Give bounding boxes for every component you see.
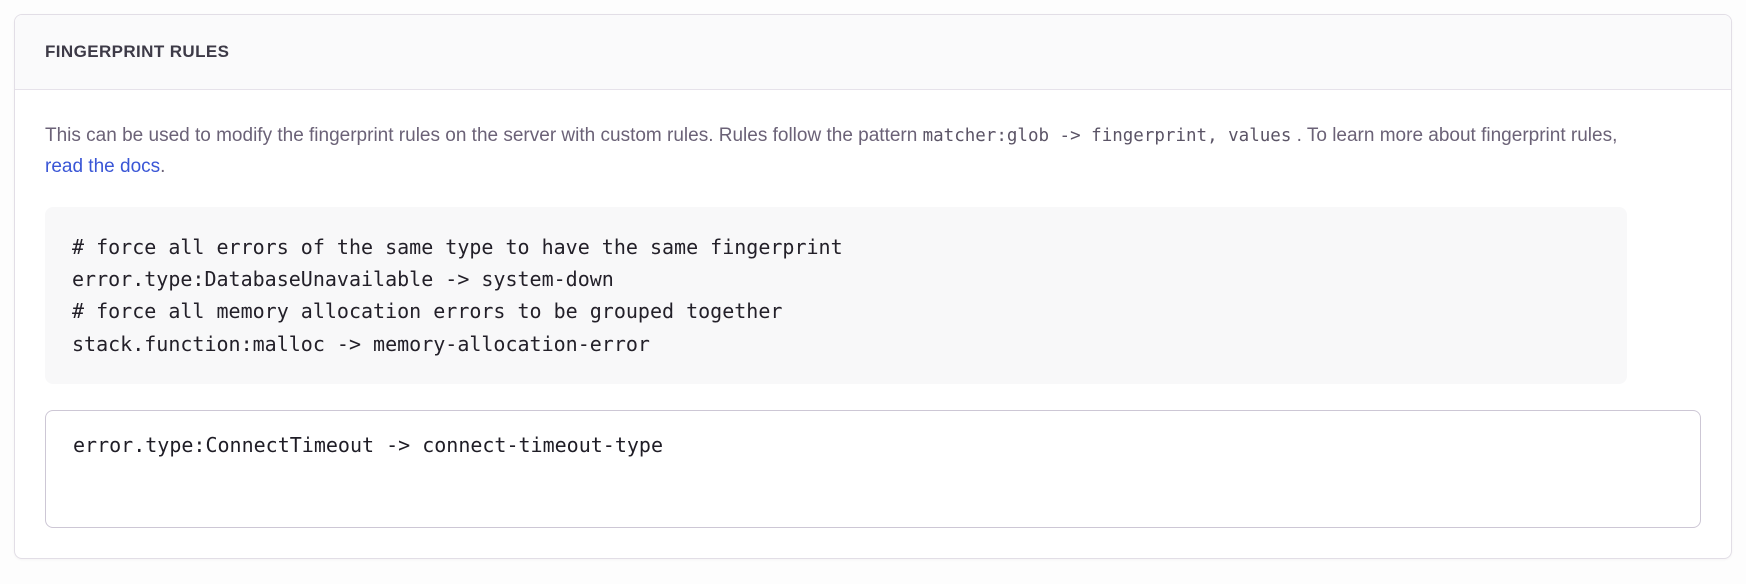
panel-body: This can be used to modify the fingerpri…	[15, 90, 1731, 558]
fingerprint-rules-panel: FINGERPRINT RULES This can be used to mo…	[14, 14, 1732, 560]
description-part1: This can be used to modify the fingerpri…	[45, 125, 923, 146]
description-text: This can be used to modify the fingerpri…	[45, 120, 1645, 183]
description-part2: . To learn more about fingerprint rules,	[1291, 125, 1618, 146]
pattern-inline-code: matcher:glob -> fingerprint, values	[922, 126, 1292, 146]
fingerprint-rules-textarea[interactable]: error.type:ConnectTimeout -> connect-tim…	[45, 410, 1701, 529]
example-code-block: # force all errors of the same type to h…	[45, 206, 1627, 385]
read-the-docs-link[interactable]: read the docs	[45, 156, 161, 178]
panel-title: FINGERPRINT RULES	[45, 42, 230, 61]
panel-header: FINGERPRINT RULES	[15, 15, 1731, 90]
description-part3: .	[160, 156, 166, 178]
